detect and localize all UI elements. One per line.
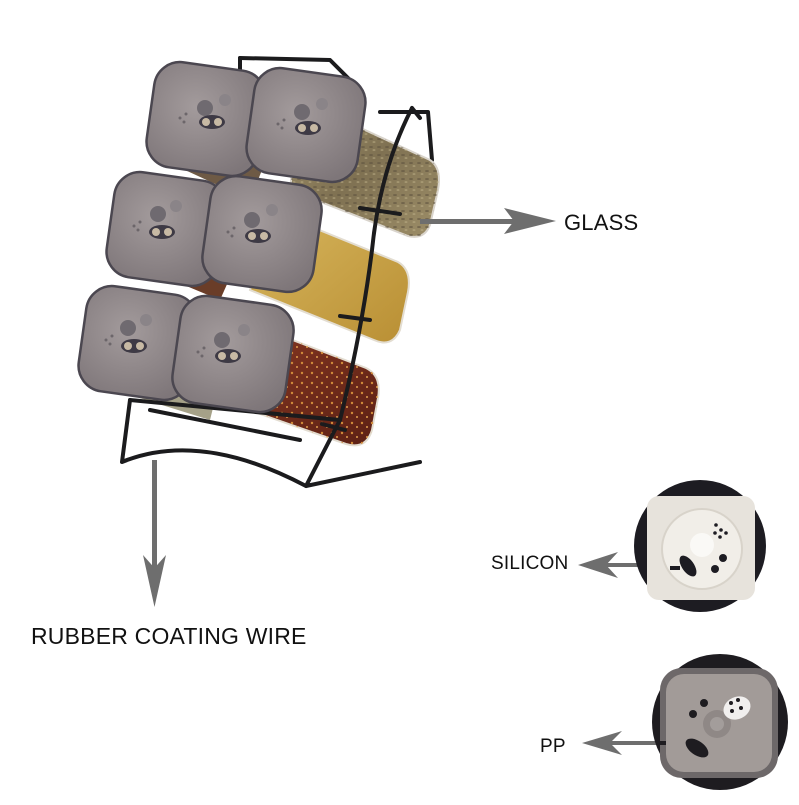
silicon-insert-detail [634, 480, 766, 612]
pp-cap-detail [652, 654, 788, 790]
jar-lid [201, 174, 323, 294]
arrow-left-icon [582, 731, 660, 755]
pp-label: PP [540, 736, 566, 757]
jar-lid [145, 60, 267, 178]
jar-lid [171, 294, 295, 414]
jar-lid [77, 284, 199, 402]
arrow-right-icon [420, 208, 556, 234]
silicon-label: SILICON [491, 553, 569, 574]
arrow-left-icon [578, 552, 670, 578]
rubber-coating-wire-label: RUBBER COATING WIRE [31, 623, 307, 649]
arrow-down-icon [143, 460, 166, 607]
glass-label: GLASS [564, 210, 639, 235]
jar-lid [245, 66, 367, 184]
